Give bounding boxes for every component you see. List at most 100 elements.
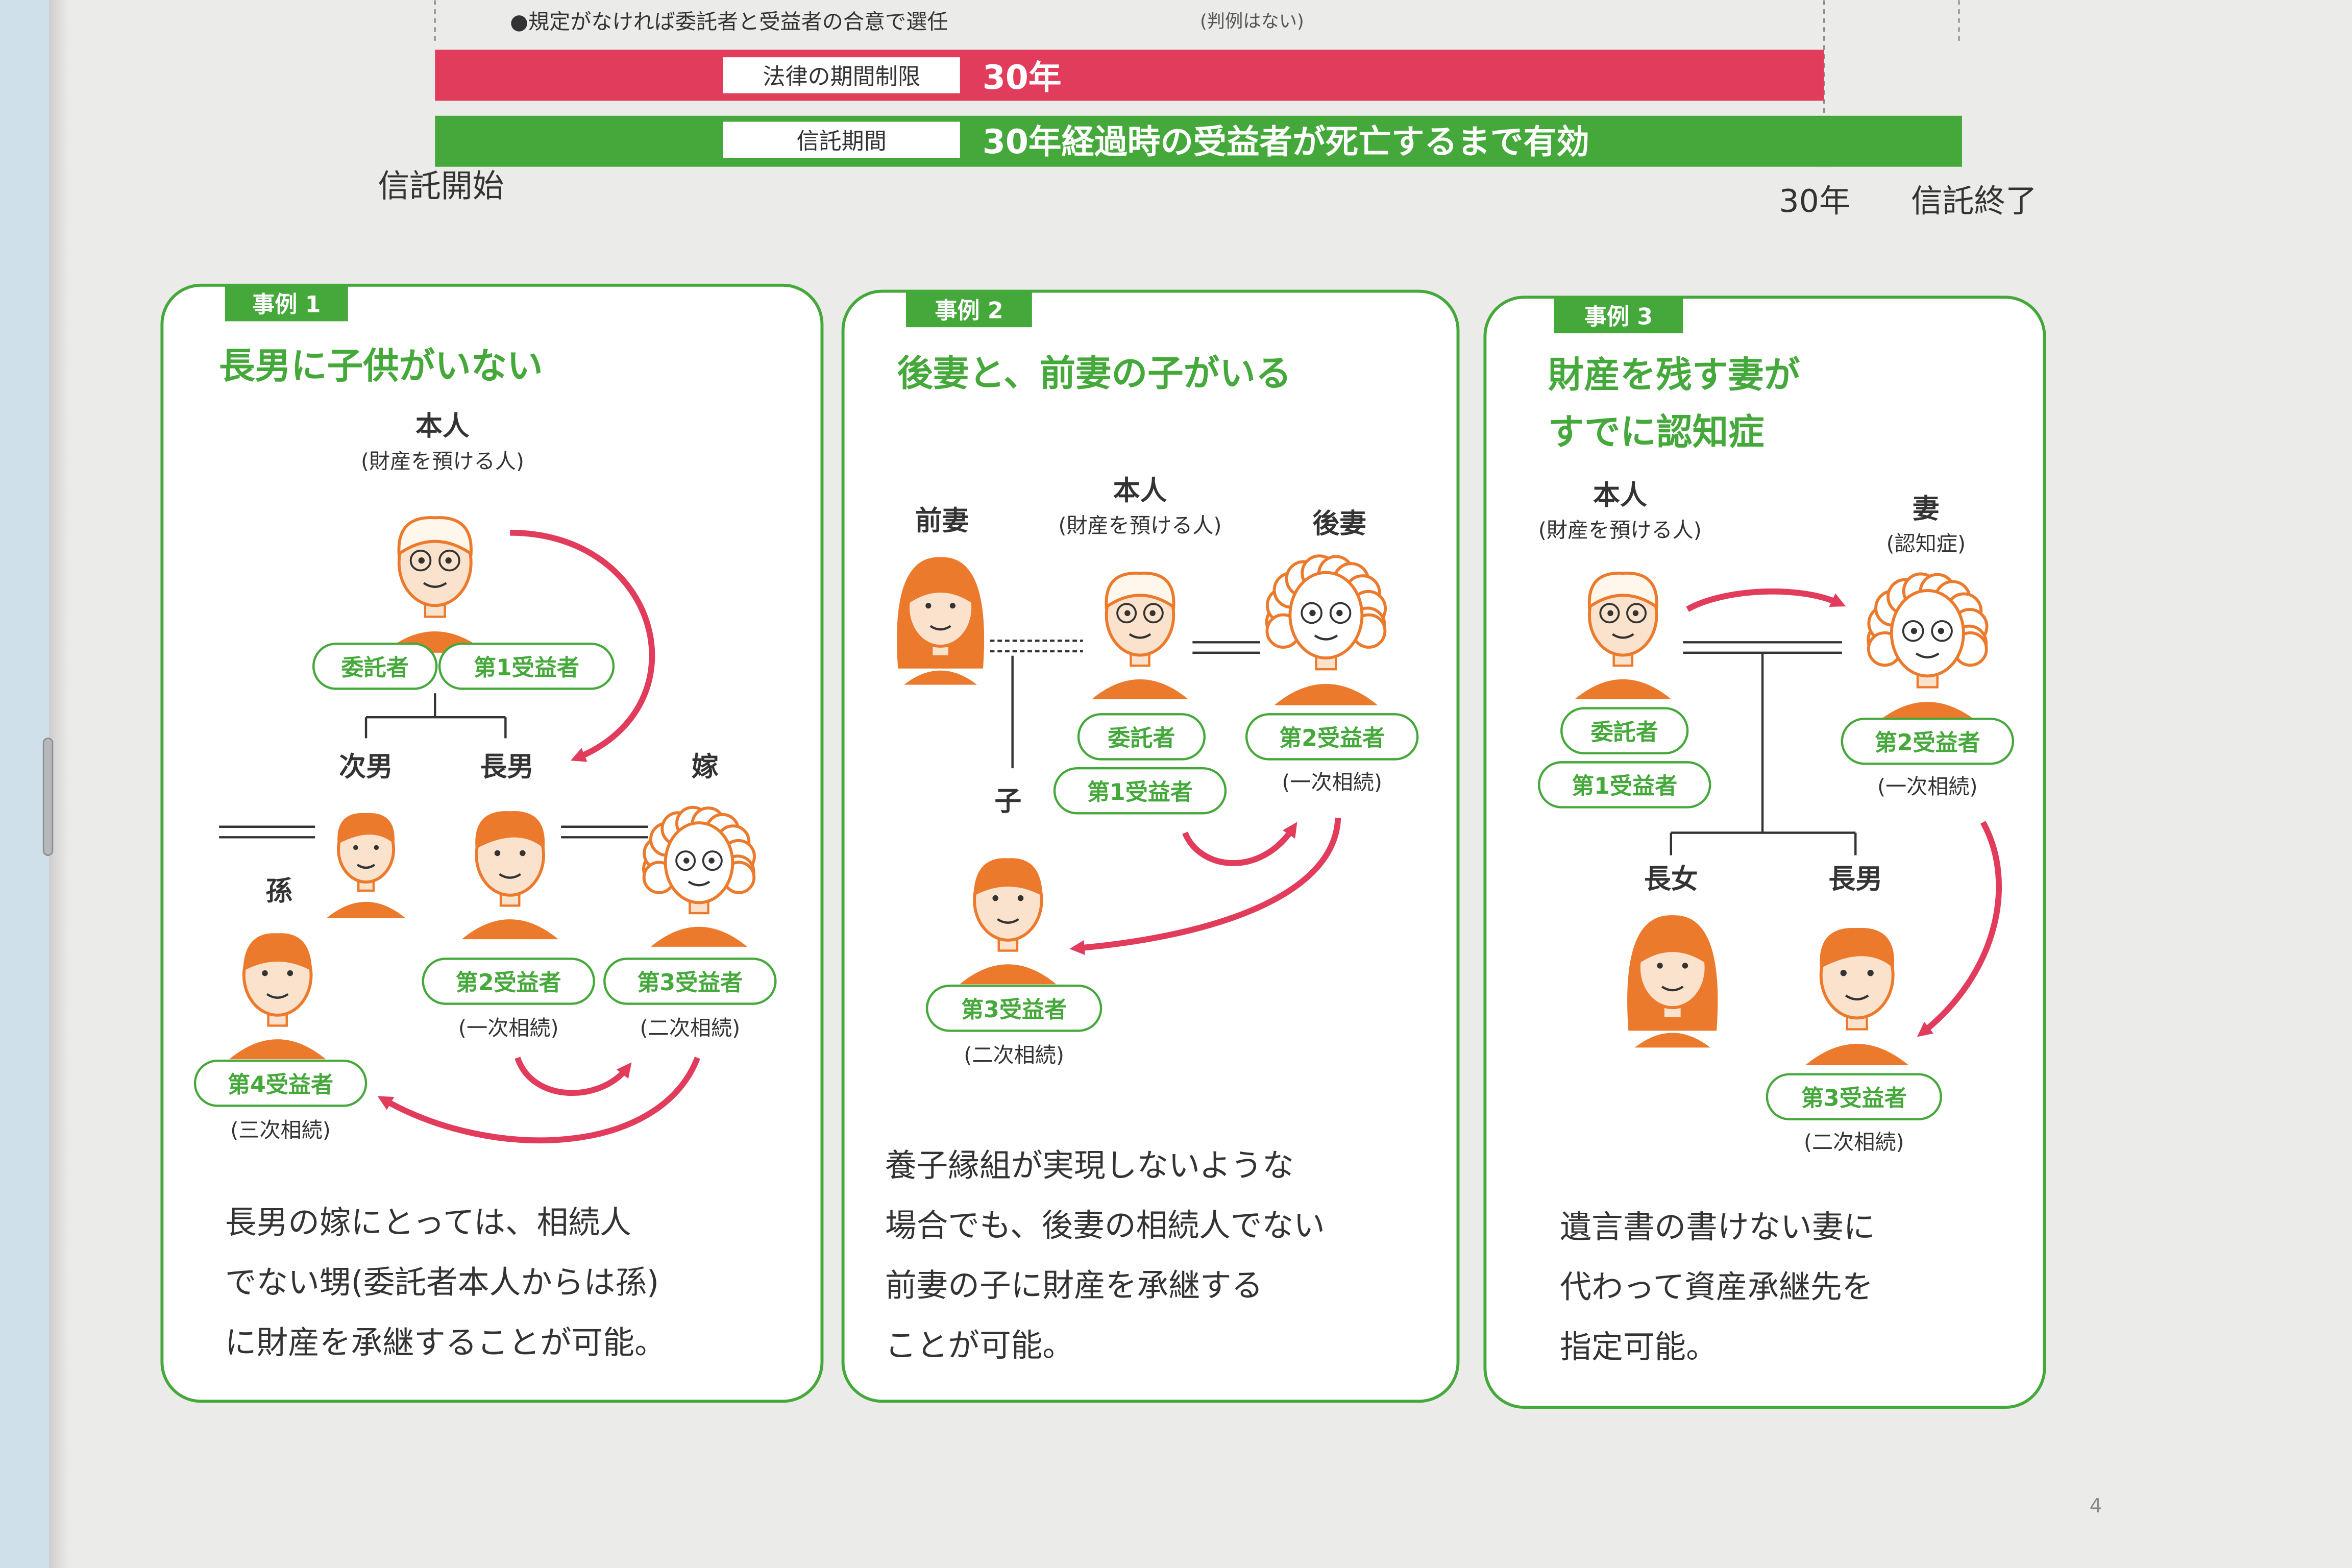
trust-period-bar [435,115,1962,167]
case-1-second-son: 次男 [339,751,393,782]
case-1-grandchild-icon [229,933,326,1060]
svg-text:第4受益者: 第4受益者 [228,1072,333,1098]
case-1-title: 長男に子供がいない [219,345,543,387]
case-3-desc-2: 代わって資産承継先を [1560,1269,1873,1306]
precedent-note: (判例はない) [1200,11,1304,32]
case-2-ex-wife: 前妻 [915,505,969,536]
case-3-daughter-icon [1627,915,1718,1048]
case-3-wife-sub: (認知症) [1886,531,1966,556]
case-1-third-inherit: (三次相続) [230,1118,331,1142]
case-3-third-beneficiary-badge: 第3受益者 [1766,1073,1942,1121]
page-number: 4 [2090,1495,2102,1517]
case-2-ex-wife-icon [897,557,985,685]
case-2-first-inherit: (一次相続) [1282,770,1382,794]
case-2-tag: 事例 2 [935,298,1003,324]
trust-period-value: 30年経過時の受益者が死亡するまで有効 [983,123,1589,161]
case-2-arrows [1069,817,1341,955]
case-3-principal: 本人 [1593,480,1647,511]
case-1-bride-icon [642,805,756,947]
case-1-desc-3: に財産を承継することが可能。 [225,1324,666,1361]
case-3-panel: 事例 3 財産を残す妻が すでに認知症 本人 (財産を預ける人) 妻 (認知症)… [1483,296,2046,1409]
case-1-panel: 事例 1 長男に子供がいない 本人 (財産を預ける人) 委託者 第1受益者 次男… [160,283,824,1403]
legal-limit-bar [435,50,1824,101]
svg-text:委託者: 委託者 [341,655,409,681]
case-3-first-beneficiary-badge: 第1受益者 [1537,761,1711,808]
case-3-principal-sub: (財産を預ける人) [1538,518,1702,543]
case-3-son: 長男 [1828,864,1882,895]
staple-icon [42,737,54,856]
case-2-desc-4: ことが可能。 [885,1327,1074,1364]
case-2-principal: 本人 [1113,475,1167,506]
svg-text:第3受益者: 第3受益者 [961,997,1067,1023]
case-2-third-beneficiary-badge: 第3受益者 [925,985,1102,1032]
case-1-bride: 嫁 [692,751,719,782]
trust-start-label: 信託開始 [378,167,504,204]
case-1-desc-2: でない甥(委託者本人からは孫) [225,1264,659,1301]
case-1-second-inherit: (二次相続) [640,1016,741,1040]
case-3-settlor-badge: 委託者 [1560,707,1689,754]
svg-text:第3受益者: 第3受益者 [637,970,743,996]
case-1-settlor-badge: 委託者 [312,643,438,690]
case-1-first-beneficiary-badge: 第1受益者 [438,643,615,690]
case-3-title-2: すでに認知症 [1548,411,1765,453]
case-3-son-icon [1805,927,1909,1066]
case-2-desc-2: 場合でも、後妻の相続人でない [885,1207,1325,1244]
case-3-second-inherit: (二次相続) [1804,1130,1904,1155]
case-2-wife-icon [1265,554,1387,705]
case-1-grandchild: 孫 [265,876,292,907]
case-2-child-icon [960,858,1057,985]
svg-text:委託者: 委託者 [1591,719,1658,745]
case-1-eldest-son: 長男 [480,751,534,782]
case-2-first-beneficiary-badge: 第1受益者 [1053,767,1227,815]
rule-note: ●規定がなければ委託者と受益者の合意で選任 [510,9,948,34]
svg-text:第1受益者: 第1受益者 [1087,779,1193,805]
svg-text:委託者: 委託者 [1108,725,1175,751]
trust-end-label: 信託終了 [1911,183,2037,219]
case-1-desc-1: 長男の嫁にとっては、相続人 [225,1204,631,1241]
case-2-principal-icon [1091,571,1189,699]
case-1-principal-sub: (財産を預ける人) [361,449,524,473]
case-3-second-beneficiary-badge: 第2受益者 [1841,717,2015,765]
case-2-desc-1: 養子縁組が実現しないような [885,1147,1294,1184]
case-2-child: 子 [994,786,1021,817]
svg-text:第2受益者: 第2受益者 [1875,730,1980,756]
case-3-title-1: 財産を残す妻が [1548,354,1800,396]
case-2-desc-3: 前妻の子に財産を承継する [885,1267,1263,1304]
case-1-first-inherit: (一次相続) [458,1016,559,1040]
case-2-principal-sub: (財産を預ける人) [1058,513,1221,538]
svg-text:第3受益者: 第3受益者 [1801,1085,1907,1111]
case-1-tag: 事例 1 [252,292,321,318]
case-3-daughter: 長女 [1644,864,1698,895]
thirty-year-label: 30年 [1779,183,1850,219]
case-1-principal: 本人 [415,411,470,442]
legal-limit-label: 法律の期間制限 [763,64,920,90]
svg-text:第2受益者: 第2受益者 [1279,725,1385,751]
case-3-desc-1: 遺言書の書けない妻に [1560,1209,1875,1245]
case-3-first-inherit: (一次相続) [1877,774,1978,799]
case-1-second-son-icon [326,813,406,919]
case-2-second-inherit: (二次相続) [964,1043,1064,1067]
case-1-fourth-beneficiary-badge: 第4受益者 [193,1060,368,1107]
case-3-wife: 妻 [1913,493,1940,524]
case-1-third-beneficiary-badge: 第3受益者 [603,958,777,1005]
case-1-tag-bg [225,285,348,322]
case-2-settlor-badge: 委託者 [1077,713,1206,761]
case-3-principal-icon [1575,571,1672,699]
case-1-second-beneficiary-badge: 第2受益者 [422,958,595,1005]
case-1-eldest-son-icon [461,811,558,940]
case-2-second-beneficiary-badge: 第2受益者 [1245,713,1419,761]
svg-text:第1受益者: 第1受益者 [1572,773,1677,799]
case-2-wife: 後妻 [1312,508,1366,540]
case-1-arrows [377,529,701,1144]
case-2-title: 後妻と、前妻の子がいる [897,353,1291,395]
svg-text:第2受益者: 第2受益者 [456,970,561,996]
case-2-panel: 事例 2 後妻と、前妻の子がいる 前妻 本人 (財産を預ける人) 後妻 委託者 … [841,289,1460,1403]
case-3-arrows [1686,588,2002,1037]
trust-period-label: 信託期間 [796,128,886,154]
case-3-tag: 事例 3 [1584,304,1653,330]
svg-text:第1受益者: 第1受益者 [474,655,579,681]
case-3-desc-3: 指定可能。 [1560,1329,1718,1365]
timeline-section: ●規定がなければ委託者と受益者の合意で選任 (判例はない) 法律の期間制限 30… [378,0,2037,219]
